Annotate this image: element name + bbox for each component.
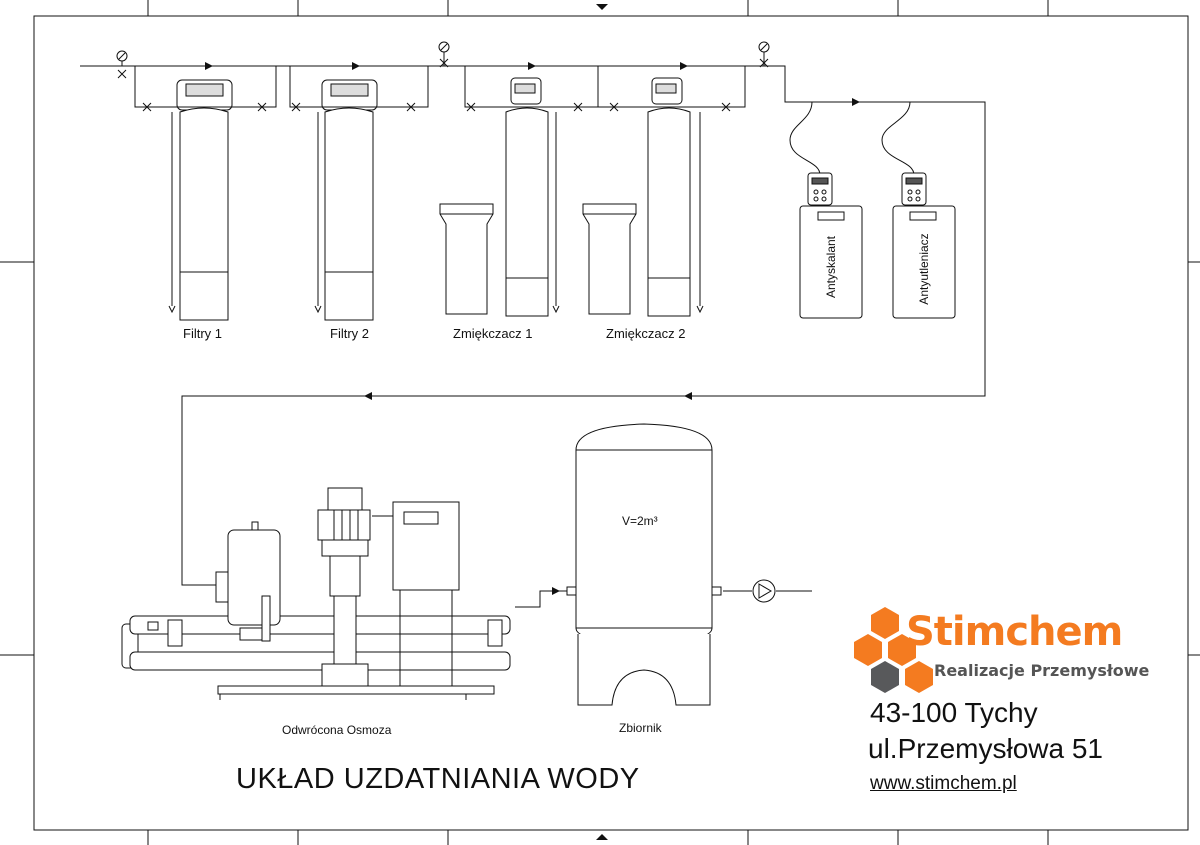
softener-2-label: Zmiękczacz 2 xyxy=(606,326,686,341)
antiscalant-dosing-tank xyxy=(789,101,863,319)
center-mark-bottom-icon xyxy=(596,834,608,840)
reverse-osmosis-unit xyxy=(121,487,511,700)
center-mark-top-icon xyxy=(596,4,608,10)
softener-1-label: Zmiękczacz 1 xyxy=(453,326,533,341)
pressure-gauge-icon xyxy=(116,50,128,79)
stimchem-logo-icon xyxy=(854,607,933,693)
filter-1-label: Filtry 1 xyxy=(183,326,222,341)
filter-1-vessel xyxy=(168,79,237,321)
address-line-2: ul.Przemysłowa 51 xyxy=(868,733,1103,764)
filter-2-label: Filtry 2 xyxy=(330,326,369,341)
address-line-1: 43-100 Tychy xyxy=(870,697,1038,728)
softener-2-vessel xyxy=(582,77,704,317)
company-tagline: Realizacje Przemysłowe xyxy=(934,661,1150,680)
pump-icon xyxy=(752,579,776,603)
softener-1-vessel xyxy=(439,77,560,317)
pressure-gauge-icon xyxy=(438,41,450,68)
tank-label: Zbiornik xyxy=(619,721,662,735)
tank-volume-label: V=2m³ xyxy=(622,514,658,528)
antioxidant-dosing-tank xyxy=(881,101,956,319)
company-name: Stimchem xyxy=(906,609,1123,655)
valve-icon xyxy=(142,102,731,112)
flow-arrows xyxy=(205,62,860,595)
reverse-osmosis-label: Odwrócona Osmoza xyxy=(282,723,392,737)
pressure-gauge-icon xyxy=(758,41,770,68)
website-link[interactable]: www.stimchem.pl xyxy=(870,773,1017,794)
antioxidant-label: Antyutleniacz xyxy=(917,233,931,305)
filter-2-vessel xyxy=(314,79,382,321)
page-title: UKŁAD UZDATNIANIA WODY xyxy=(236,763,640,795)
antiscalant-label: Antyskalant xyxy=(824,235,838,299)
storage-tank xyxy=(566,423,722,706)
